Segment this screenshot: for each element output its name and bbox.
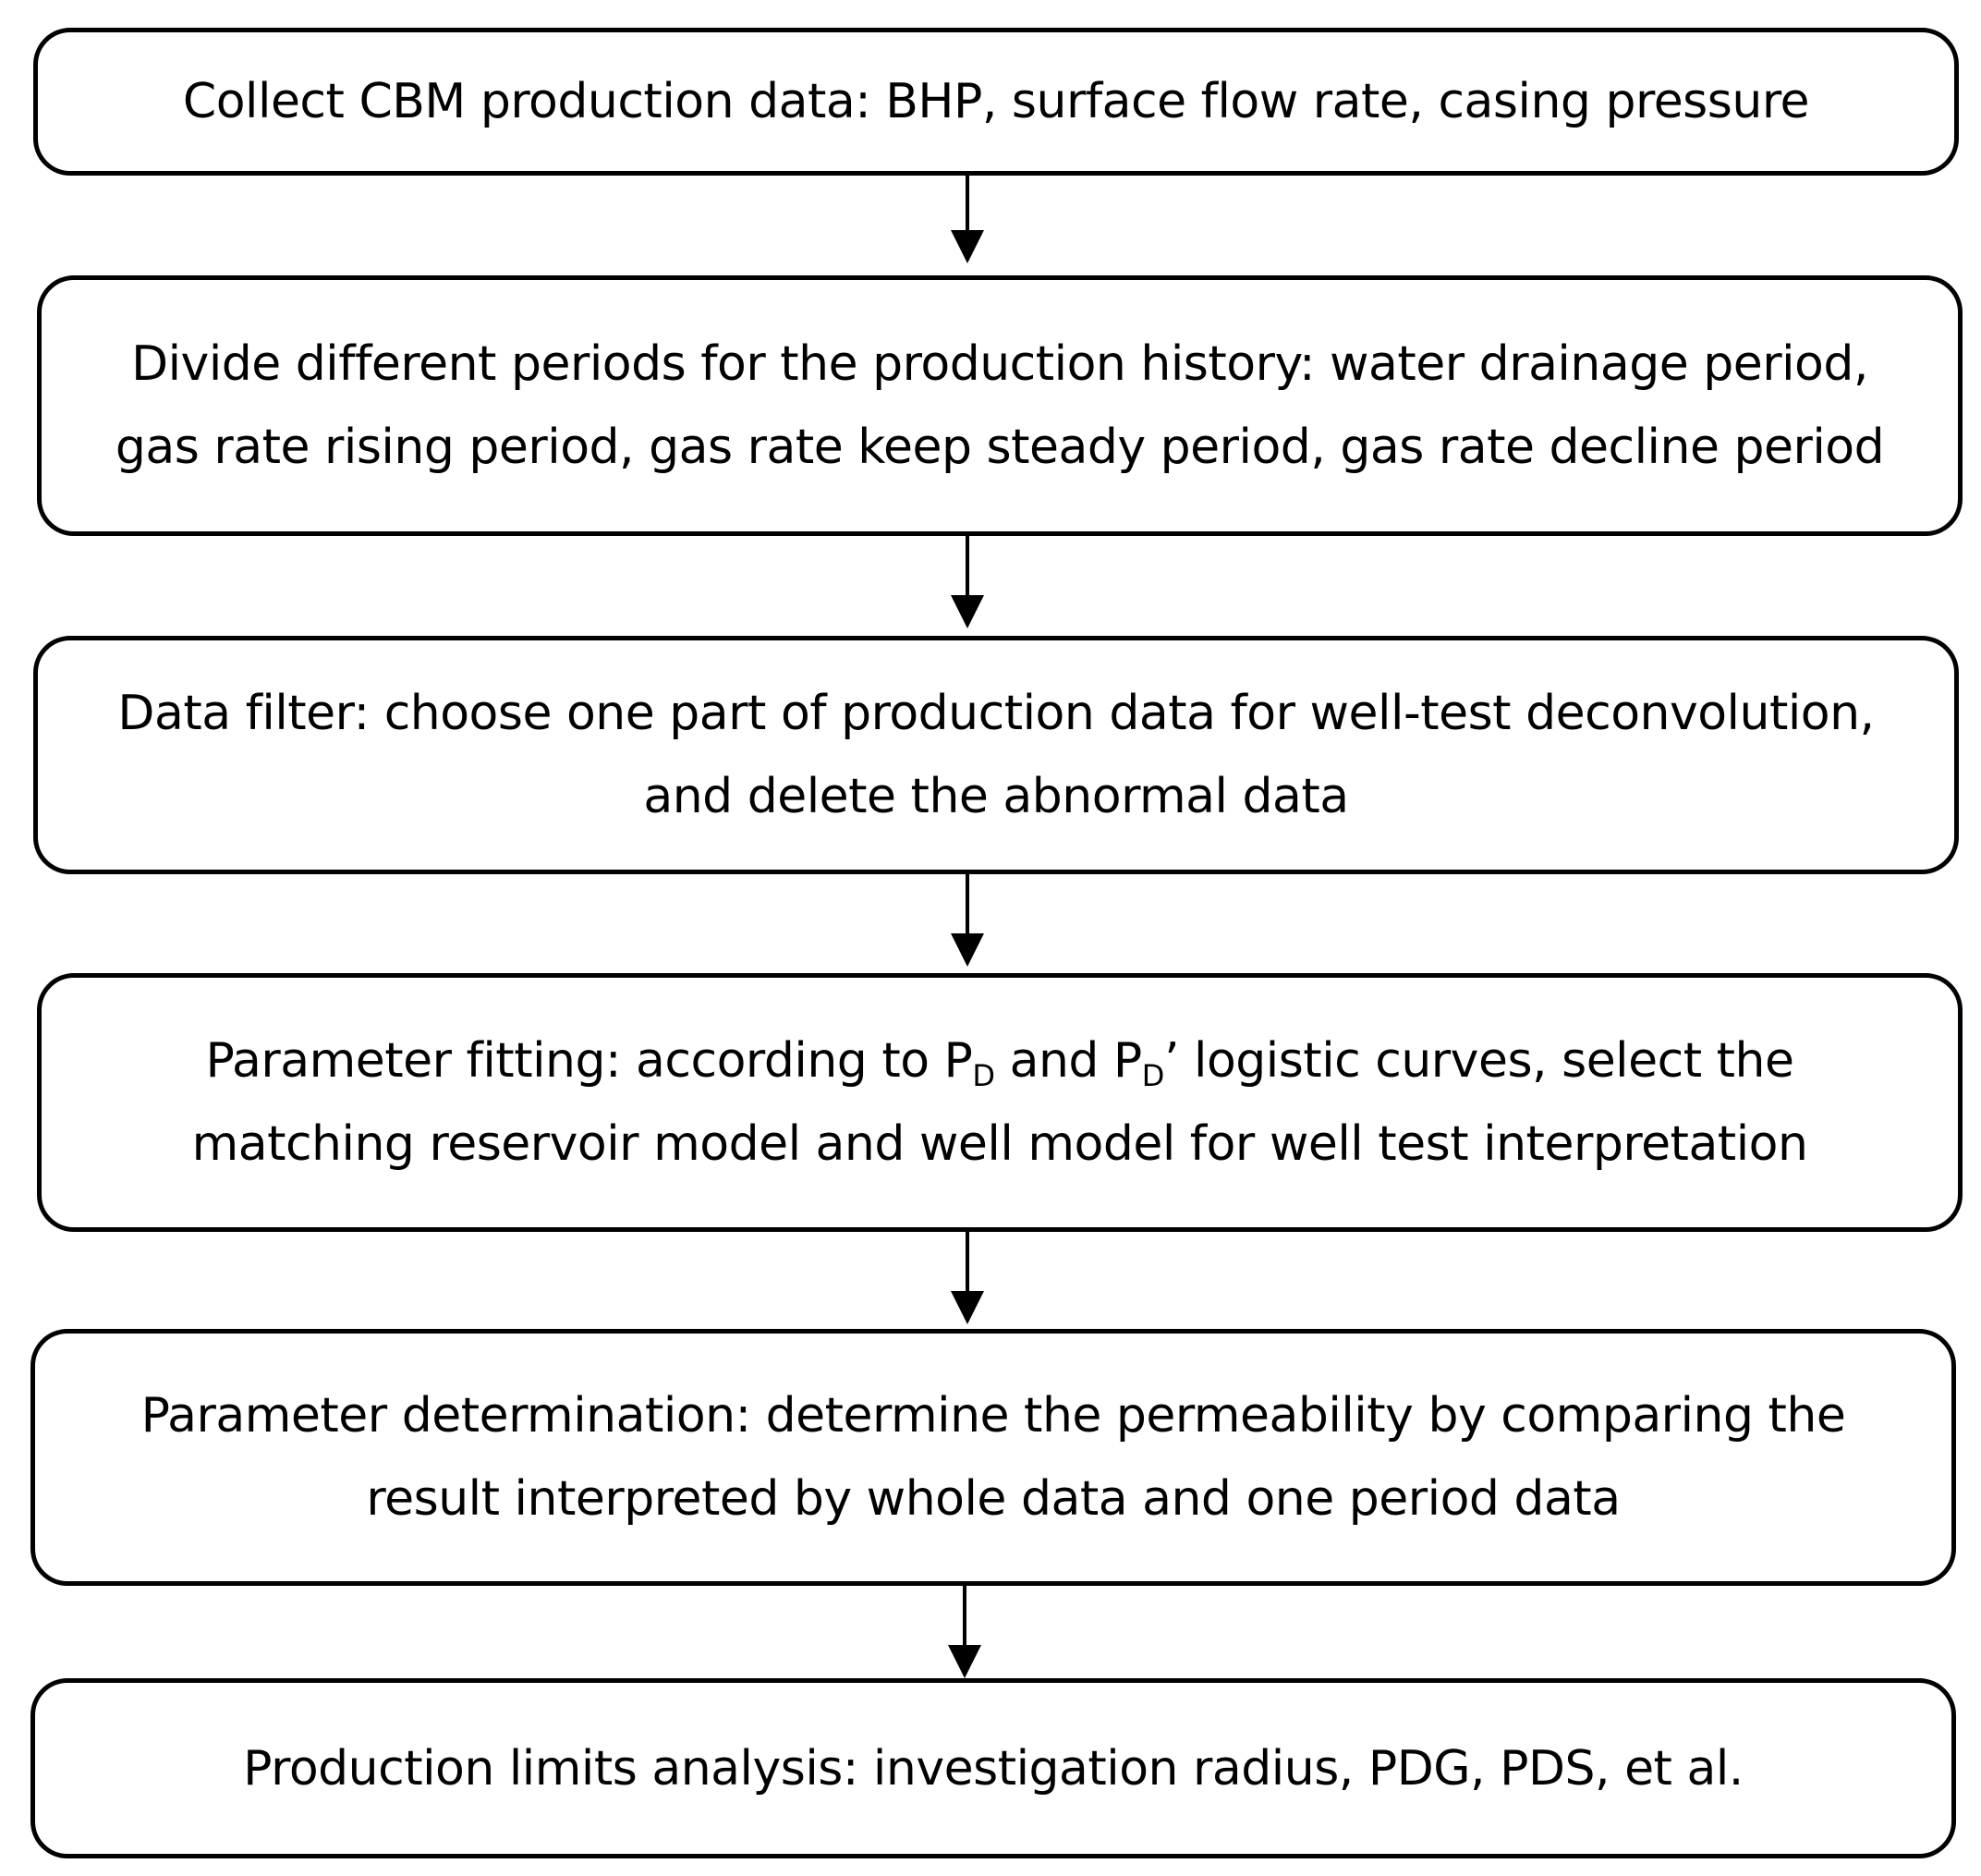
step-4-subscript-1: D (972, 1058, 995, 1093)
arrow-2 (949, 536, 986, 628)
arrow-2-shaft (966, 536, 969, 595)
arrow-down-icon (951, 1291, 984, 1324)
step-3-line-1: Data filter: choose one part of producti… (117, 686, 1875, 741)
step-4-line-2: matching reservoir model and well model … (191, 1116, 1808, 1172)
step-5-line-2: result interpreted by whole data and one… (366, 1471, 1621, 1527)
step-collect-data: Collect CBM production data: BHP, surfac… (33, 28, 1959, 176)
step-parameter-fitting-text: Parameter fitting: according to PD and P… (192, 1019, 1808, 1186)
step-4-line-1b: and P (994, 1033, 1143, 1089)
arrow-3-shaft (966, 874, 969, 933)
step-5-line-1: Parameter determination: determine the p… (140, 1388, 1846, 1444)
arrow-1-shaft (966, 176, 969, 230)
arrow-down-icon (951, 595, 984, 628)
arrow-3 (949, 874, 986, 967)
step-parameter-determination-text: Parameter determination: determine the p… (141, 1374, 1846, 1541)
step-3-line-2: and delete the abnormal data (643, 769, 1349, 824)
step-divide-periods-text: Divide different periods for the product… (115, 323, 1885, 489)
step-divide-periods: Divide different periods for the product… (37, 275, 1963, 536)
step-parameter-fitting: Parameter fitting: according to PD and P… (37, 973, 1963, 1232)
step-6-line-1: Production limits analysis: investigatio… (243, 1740, 1744, 1797)
arrow-down-icon (951, 933, 984, 967)
step-data-filter-text: Data filter: choose one part of producti… (117, 672, 1875, 838)
arrow-1 (949, 176, 986, 263)
step-2-line-2: gas rate rising period, gas rate keep st… (115, 420, 1885, 475)
arrow-down-icon (948, 1645, 981, 1678)
step-parameter-determination: Parameter determination: determine the p… (30, 1329, 1956, 1586)
step-4-subscript-2: D (1141, 1058, 1165, 1093)
step-2-line-1: Divide different periods for the product… (131, 336, 1868, 392)
arrow-5-shaft (963, 1586, 966, 1645)
arrow-4-shaft (966, 1232, 969, 1291)
arrow-4 (949, 1232, 986, 1324)
step-production-limits: Production limits analysis: investigatio… (30, 1678, 1956, 1858)
step-1-line-1: Collect CBM production data: BHP, surfac… (182, 74, 1810, 129)
step-collect-data-text: Collect CBM production data: BHP, surfac… (182, 60, 1810, 143)
step-production-limits-text: Production limits analysis: investigatio… (243, 1727, 1744, 1810)
step-4-line-1a: Parameter fitting: according to P (205, 1033, 973, 1089)
arrow-5 (946, 1586, 983, 1678)
arrow-down-icon (951, 230, 984, 263)
step-4-line-1c: ’ logistic curves, select the (1163, 1033, 1794, 1089)
step-data-filter: Data filter: choose one part of producti… (33, 636, 1959, 874)
